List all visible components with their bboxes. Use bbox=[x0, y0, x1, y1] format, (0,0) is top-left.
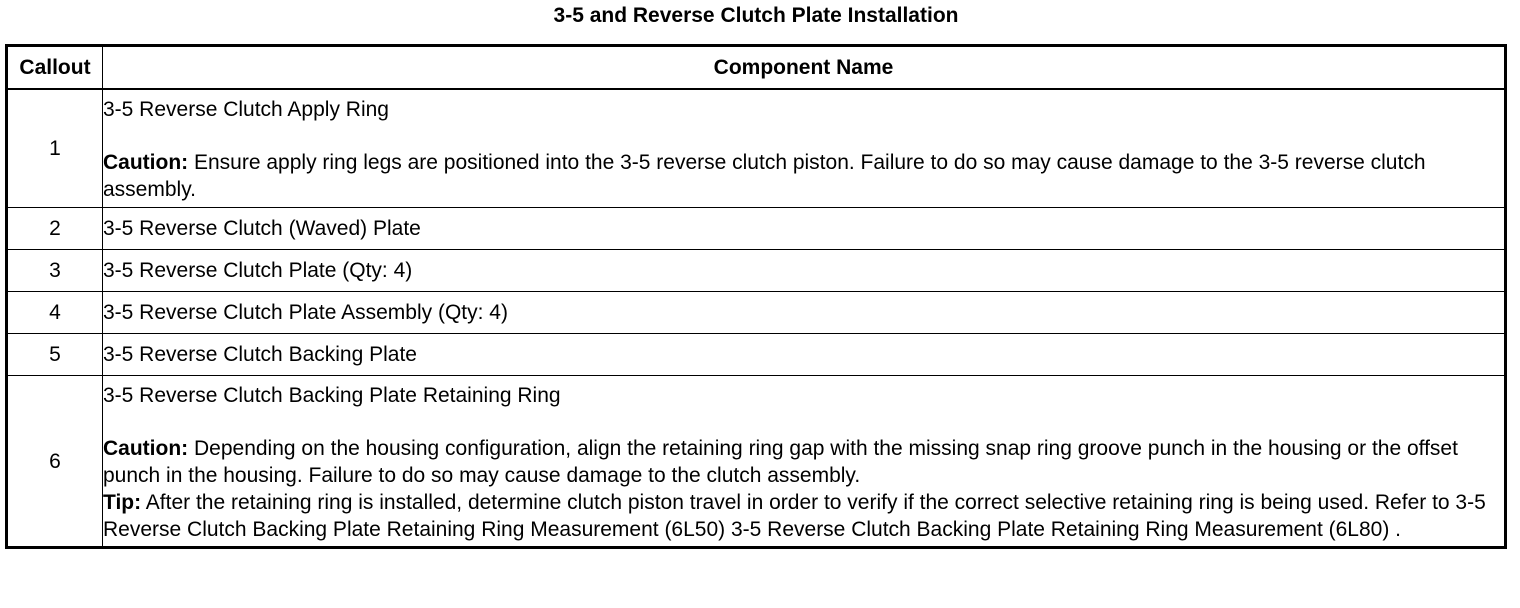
tip-text: After the retaining ring is installed, d… bbox=[103, 491, 1486, 541]
component-name-cell: 3-5 Reverse Clutch Backing Plate Retaini… bbox=[102, 375, 1506, 548]
component-name-cell: 3-5 Reverse Clutch Apply Ring Caution: E… bbox=[102, 88, 1506, 208]
spacer bbox=[103, 123, 1504, 149]
table-row: 5 3-5 Reverse Clutch Backing Plate bbox=[6, 333, 1506, 376]
callout-number: 4 bbox=[6, 291, 103, 334]
header-callout: Callout bbox=[6, 45, 103, 90]
table-row: 3 3-5 Reverse Clutch Plate (Qty: 4) bbox=[6, 249, 1506, 292]
table-row: 6 3-5 Reverse Clutch Backing Plate Retai… bbox=[6, 375, 1506, 548]
caution-note: Caution: Depending on the housing config… bbox=[103, 435, 1504, 489]
table-title: 3-5 and Reverse Clutch Plate Installatio… bbox=[553, 4, 959, 27]
table-header-row: Callout Component Name bbox=[6, 45, 1506, 90]
component-table: Callout Component Name 1 3-5 Reverse Clu… bbox=[5, 44, 1507, 549]
caution-text: Ensure apply ring legs are positioned in… bbox=[103, 151, 1426, 201]
component-name: 3-5 Reverse Clutch Plate (Qty: 4) bbox=[102, 249, 1506, 292]
caution-text: Depending on the housing configuration, … bbox=[103, 437, 1458, 487]
table-row: 2 3-5 Reverse Clutch (Waved) Plate bbox=[6, 207, 1506, 250]
callout-number: 2 bbox=[6, 207, 103, 250]
caution-note: Caution: Ensure apply ring legs are posi… bbox=[103, 149, 1504, 203]
component-name: 3-5 Reverse Clutch Apply Ring bbox=[103, 98, 389, 121]
table-row: 4 3-5 Reverse Clutch Plate Assembly (Qty… bbox=[6, 291, 1506, 334]
spacer bbox=[103, 409, 1504, 435]
caution-label: Caution: bbox=[103, 437, 189, 460]
tip-note: Tip: After the retaining ring is install… bbox=[103, 489, 1504, 543]
caution-label: Caution: bbox=[103, 151, 189, 174]
component-name: 3-5 Reverse Clutch Backing Plate bbox=[102, 333, 1506, 376]
component-name: 3-5 Reverse Clutch (Waved) Plate bbox=[102, 207, 1506, 250]
header-component-name: Component Name bbox=[102, 45, 1506, 90]
callout-number: 3 bbox=[6, 249, 103, 292]
callout-number: 5 bbox=[6, 333, 103, 376]
callout-number: 1 bbox=[6, 88, 103, 208]
component-name: 3-5 Reverse Clutch Plate Assembly (Qty: … bbox=[102, 291, 1506, 334]
table-row: 1 3-5 Reverse Clutch Apply Ring Caution:… bbox=[6, 88, 1506, 208]
callout-number: 6 bbox=[6, 375, 103, 548]
component-name: 3-5 Reverse Clutch Backing Plate Retaini… bbox=[103, 384, 561, 407]
tip-label: Tip: bbox=[103, 491, 142, 514]
